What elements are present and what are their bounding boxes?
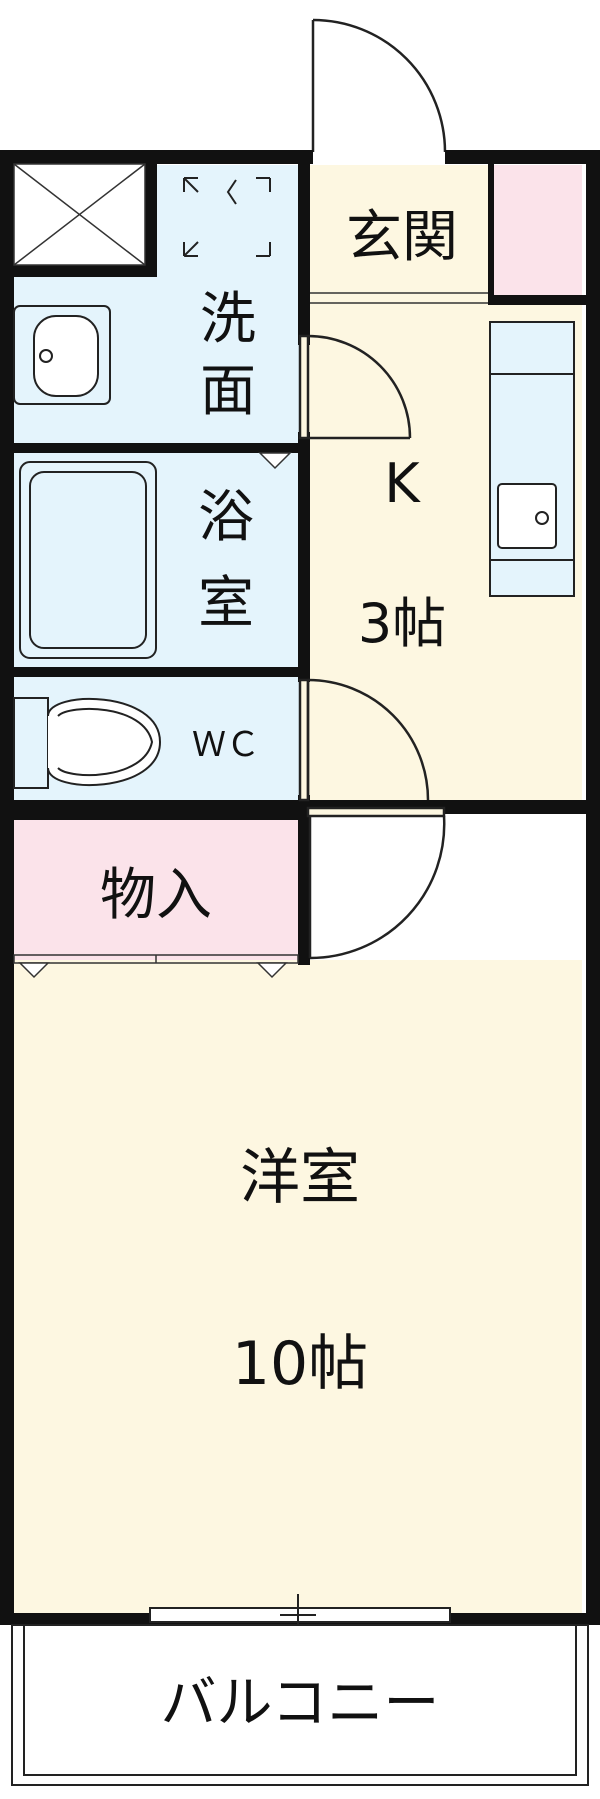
bath-wc-wall (0, 667, 305, 677)
washroom-label-1: 洗 (200, 287, 256, 352)
western-room-size: 10帖 (232, 1329, 368, 1399)
shaft-box-wall-h (0, 265, 155, 277)
bathroom-floor (14, 452, 302, 667)
room-door (306, 806, 446, 960)
center-wall-mid (298, 432, 310, 682)
right-wall (586, 150, 600, 1625)
entrance-label: 玄関 (346, 205, 458, 270)
kitchen-size: 3帖 (358, 592, 446, 655)
washroom-label-2: 面 (200, 359, 256, 424)
thin-lines (13, 163, 488, 979)
top-wall-right (445, 150, 600, 164)
bathroom-label-1: 浴 (198, 485, 254, 550)
kitchen-name: K (384, 452, 421, 515)
western-room-name: 洋室 (240, 1143, 360, 1213)
toilet-fixture (13, 697, 162, 789)
storage-floor (14, 820, 302, 960)
entrance-door (311, 18, 447, 153)
wc-storage-wall (0, 800, 305, 820)
shaft-box-wall-v (145, 150, 157, 277)
toilet-label: ＷＣ (192, 725, 260, 765)
entrance-pink-wall-v (488, 164, 494, 305)
washbasin (13, 305, 111, 405)
bathroom-label-2: 室 (198, 571, 254, 636)
left-wall (0, 150, 14, 1625)
storage-label: 物入 (100, 863, 212, 928)
washroom-door (298, 334, 412, 440)
balcony-label: バルコニー (161, 1671, 440, 1736)
entrance-pink-floor (492, 165, 582, 295)
center-wall-top (298, 150, 310, 345)
western-room-floor (14, 960, 582, 1615)
balcony (11, 1624, 589, 1786)
floor-fills (14, 165, 582, 1615)
center-wall-low (298, 795, 310, 965)
closet-symbol (183, 177, 271, 257)
wash-bath-wall (0, 443, 305, 453)
balcony-window (149, 1594, 451, 1634)
kitchen-counter (489, 321, 575, 597)
walls (0, 150, 600, 1625)
entrance-floor (308, 165, 492, 295)
toilet-door (298, 678, 430, 802)
bathtub (19, 461, 157, 659)
entrance-pink-wall-h (492, 295, 586, 305)
